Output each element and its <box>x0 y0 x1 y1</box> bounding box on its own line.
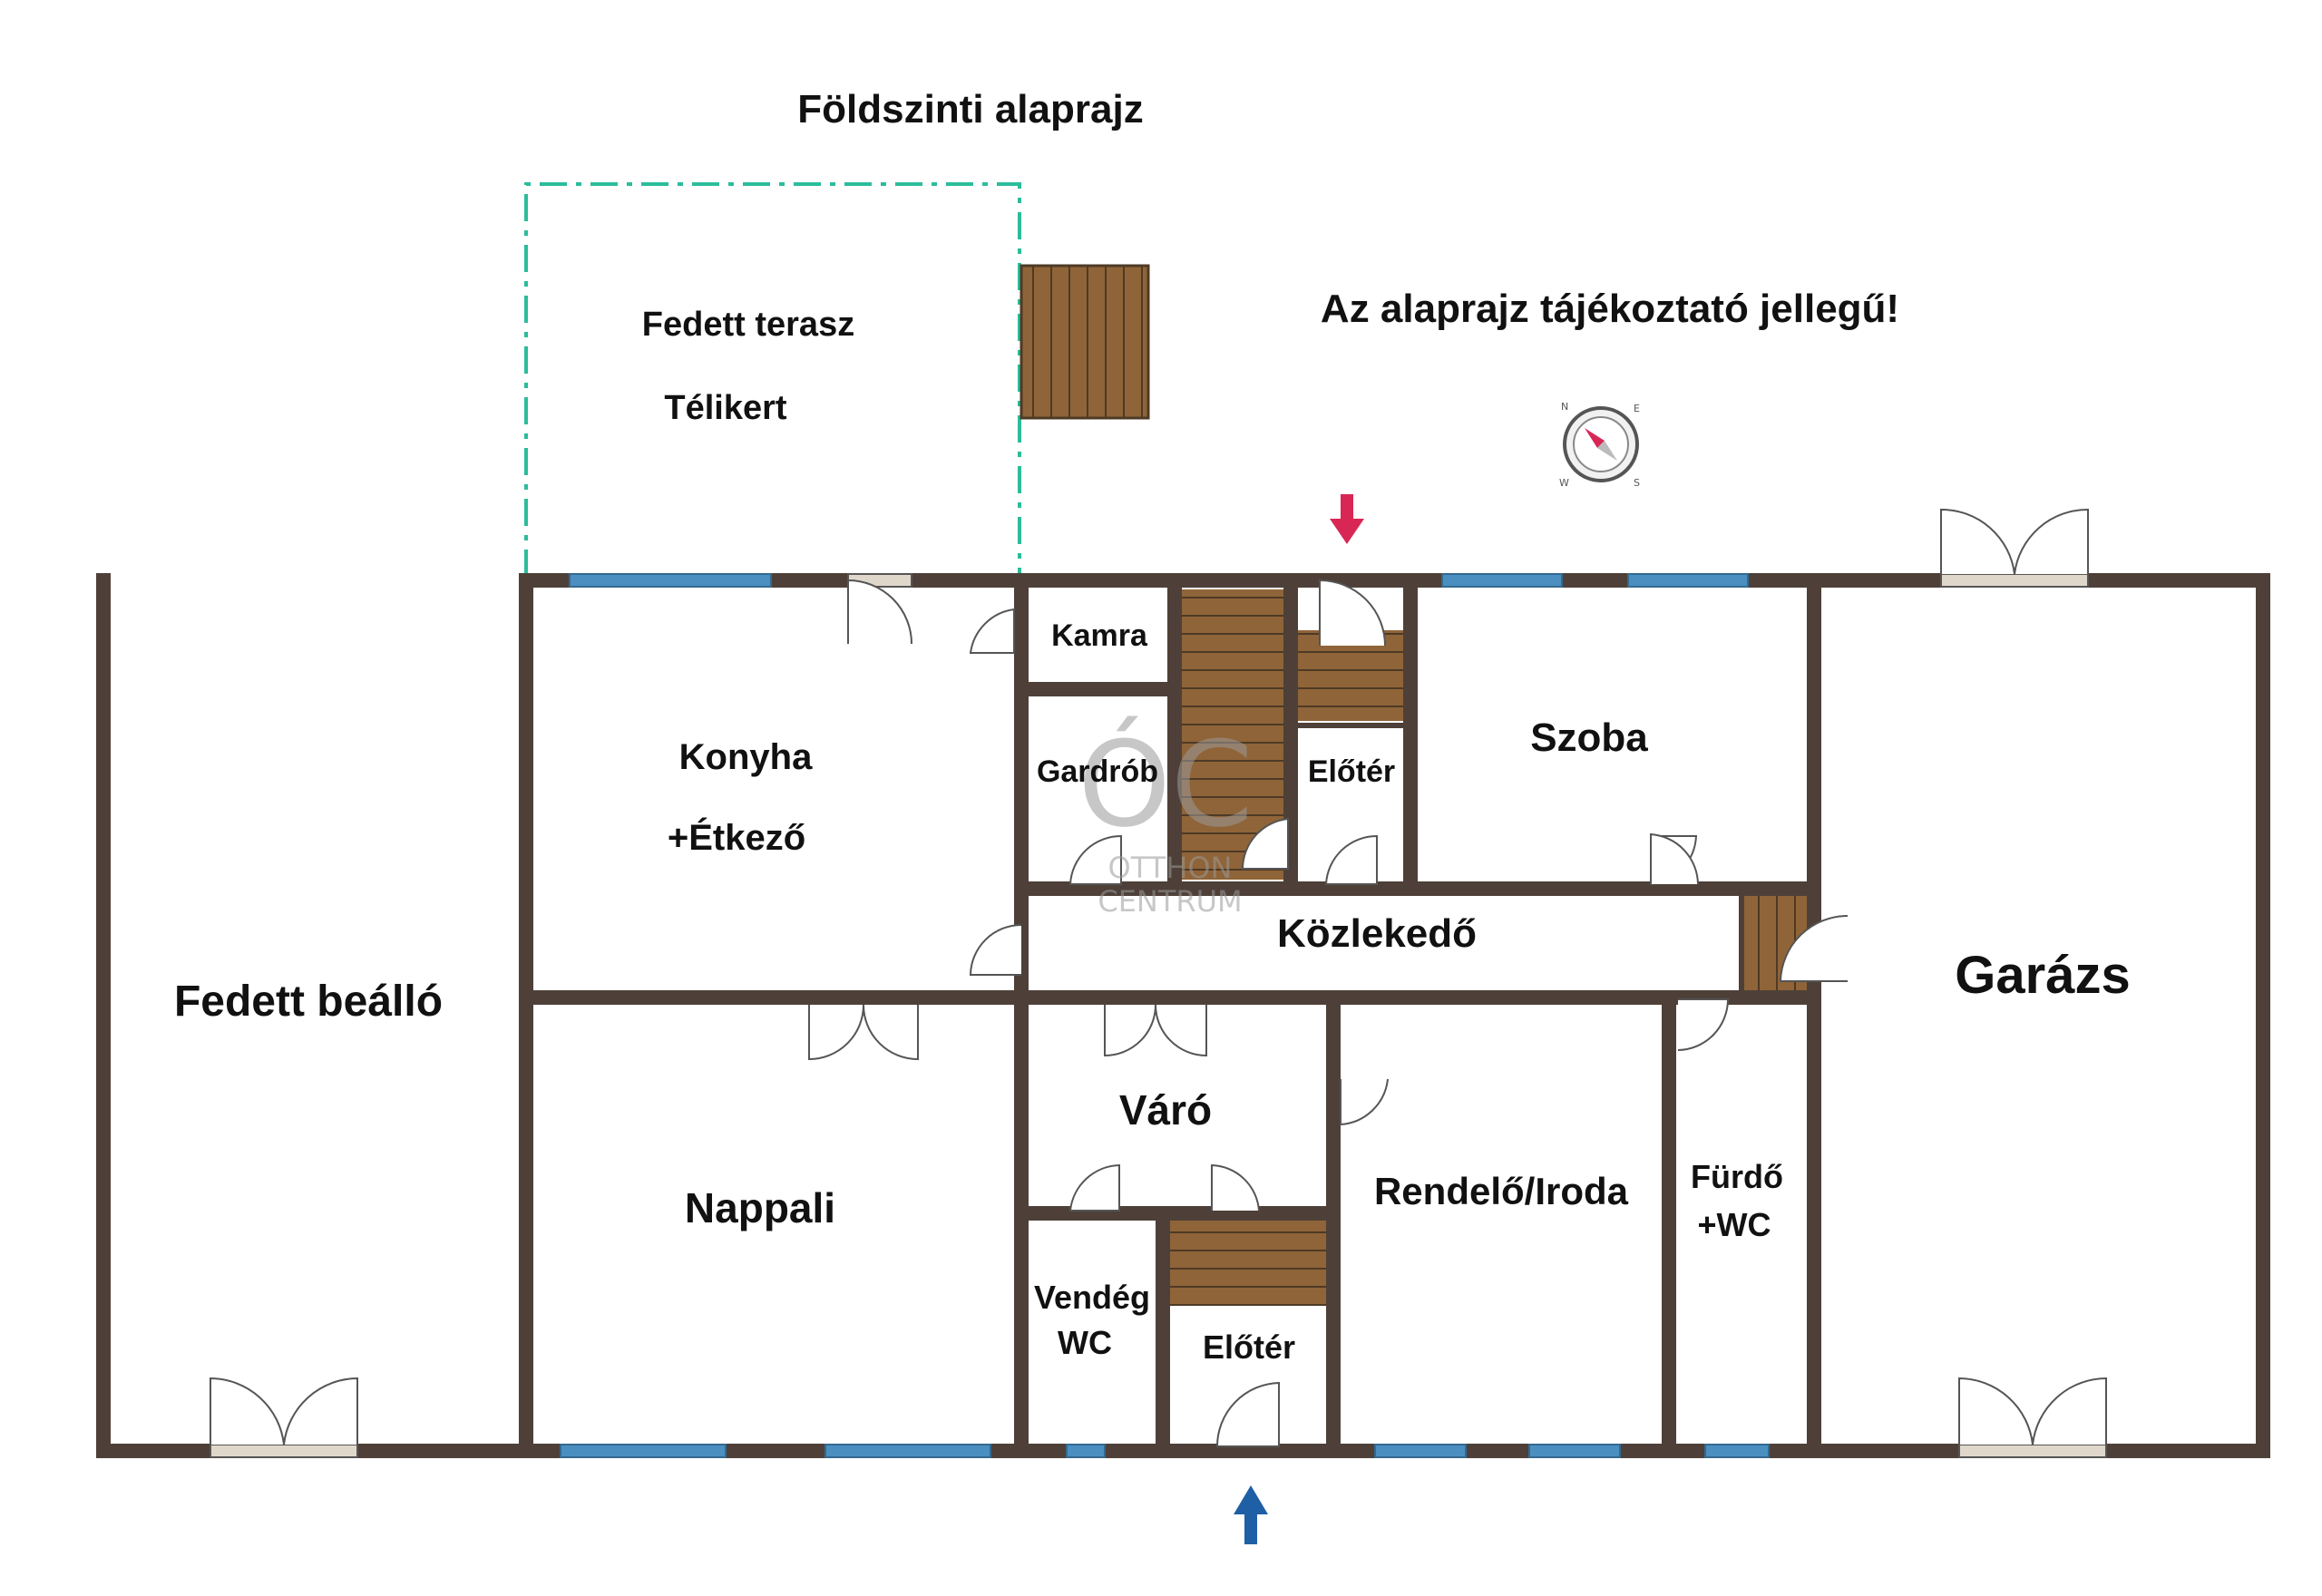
room-label-kozlekedo: Közlekedő <box>1277 911 1477 956</box>
room-label-rendelo: Rendelő/Iroda <box>1374 1170 1629 1212</box>
room-label-garazs: Garázs <box>1955 946 2130 1005</box>
compass-s: S <box>1634 477 1640 489</box>
room-label-eloter-bottom: Előtér <box>1203 1328 1295 1366</box>
room-label-nappali: Nappali <box>685 1184 835 1231</box>
room-label-eloter-top: Előtér <box>1308 754 1395 789</box>
page-title: Földszinti alaprajz <box>797 87 1143 131</box>
compass-w: W <box>1559 477 1569 489</box>
watermark-line2: CENTRUM <box>1098 884 1242 919</box>
windows <box>560 573 1770 1458</box>
entrance-arrow-top-icon <box>1330 494 1364 544</box>
room-label-winter-garden: Télikert <box>664 389 787 427</box>
thin-walls <box>1291 723 1744 998</box>
room-label-furdo-wc: +WC <box>1698 1206 1771 1243</box>
room-label-varo: Váró <box>1119 1086 1212 1134</box>
room-label-vendeg: Vendég <box>1034 1279 1150 1316</box>
entrance-arrow-bottom-icon <box>1234 1485 1268 1544</box>
disclaimer-notice: Az alaprajz tájékoztató jellegű! <box>1321 287 1899 331</box>
eloter-floor-bottom <box>1168 1220 1333 1306</box>
room-label-szoba: Szoba <box>1530 715 1648 760</box>
room-label-furdo: Fürdő <box>1691 1158 1783 1195</box>
watermark-logo: ÓC OTTHON CENTRUM <box>1078 715 1253 919</box>
watermark-line1: OTTHON <box>1108 851 1233 885</box>
room-label-etkezo: +Étkező <box>668 817 805 858</box>
deck-stairs <box>1020 264 1150 420</box>
terrace-outline <box>524 182 1021 577</box>
room-label-terrace: Fedett terasz <box>642 306 854 344</box>
doors <box>210 508 2107 1458</box>
room-label-vendeg-wc: WC <box>1058 1324 1112 1361</box>
room-label-kamra: Kamra <box>1051 618 1148 653</box>
compass-e: E <box>1634 403 1640 414</box>
compass-icon: N E S W <box>1559 401 1640 489</box>
room-label-konyha: Konyha <box>679 737 813 777</box>
svg-text:ÓC: ÓC <box>1078 715 1253 853</box>
room-label-fedett-beallo: Fedett beálló <box>174 978 443 1026</box>
compass-n: N <box>1561 401 1568 413</box>
room-label-gardrob: Gardrób <box>1037 754 1158 789</box>
